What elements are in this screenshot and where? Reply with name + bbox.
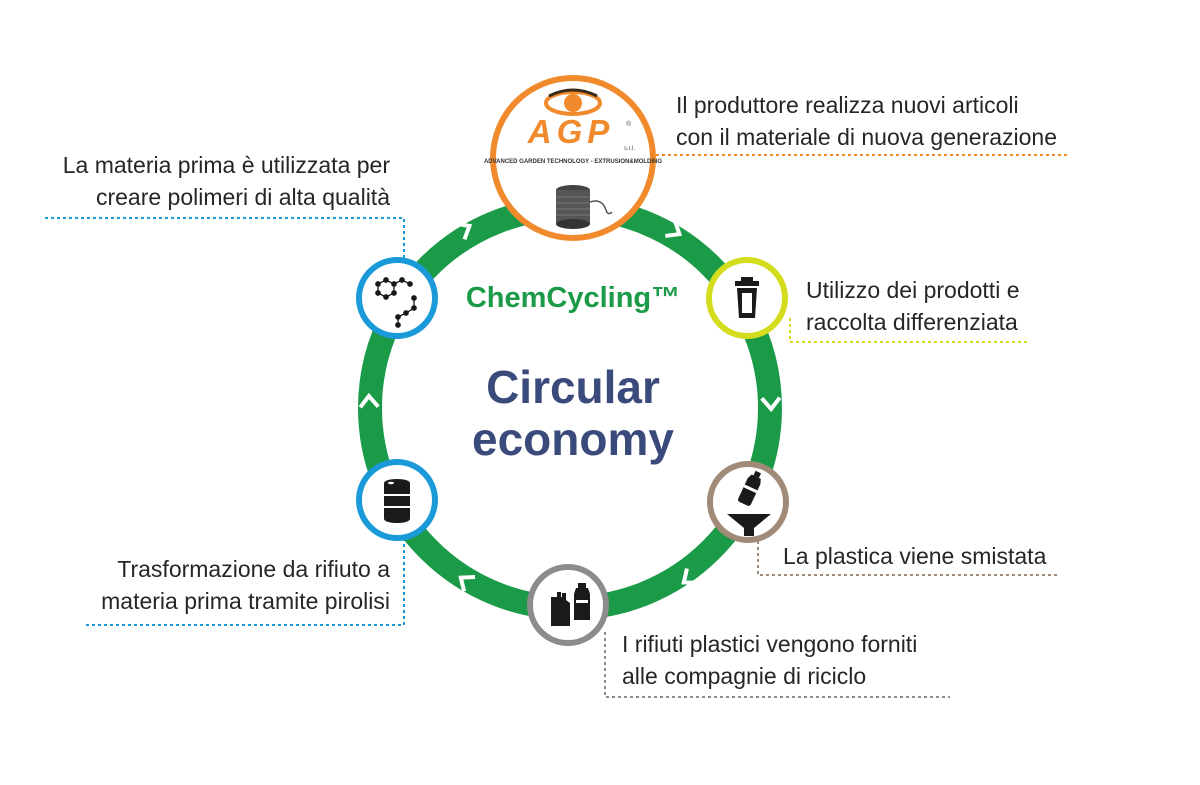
label-sorting-line1: La plastica viene smistata	[783, 543, 1047, 569]
label-producer: Il produttore realizza nuovi articoli co…	[676, 89, 1057, 153]
title-circular: Circular	[486, 361, 660, 413]
trash-bin-icon	[735, 277, 759, 318]
label-usage: Utilizzo dei prodotti e raccolta differe…	[806, 274, 1020, 338]
label-supply: I rifiuti plastici vengono forniti alle …	[622, 628, 917, 692]
label-polymers-line2: creare polimeri di alta qualità	[95, 184, 390, 210]
node-usage	[706, 257, 788, 339]
label-supply-line2: alle compagnie di riciclo	[622, 663, 867, 689]
arrow-chevron-1	[455, 221, 473, 241]
title-economy: economy	[472, 413, 674, 465]
connector-usage	[789, 318, 1030, 343]
arrow-chevron-4	[681, 568, 699, 585]
label-producer-line2: con il materiale di nuova generazione	[676, 124, 1058, 150]
agp-letters: AGP	[527, 113, 615, 150]
connector-sorting	[757, 535, 1058, 576]
label-sorting: La plastica viene smistata	[783, 540, 1046, 572]
agp-logo: AGP ® s.r.l. ADVANCED GARDEN TECHNOLOGY …	[484, 88, 662, 165]
node-polymers	[356, 257, 438, 339]
label-pyrolysis-line1: Trasformazione da rifiuto a	[117, 556, 390, 582]
connector-supply	[604, 632, 950, 698]
brand-chemcycling: ChemCycling™	[466, 282, 680, 314]
agp-suffix: s.r.l.	[624, 146, 635, 152]
connector-polymers	[45, 217, 405, 258]
connector-pyrolysis	[83, 520, 405, 626]
molecule-icon	[375, 277, 417, 328]
label-polymers: La materia prima è utilizzata per creare…	[63, 149, 390, 213]
barrels-icon	[384, 479, 410, 523]
agp-registered: ®	[626, 120, 632, 128]
node-sorting	[707, 461, 789, 543]
node-supply	[527, 564, 609, 646]
plastic-containers-icon	[551, 583, 590, 626]
arrow-chevron-2	[665, 220, 683, 238]
arrow-chevron-5	[458, 575, 476, 592]
label-usage-line1: Utilizzo dei prodotti e	[806, 277, 1020, 303]
label-polymers-line1: La materia prima è utilizzata per	[62, 152, 390, 178]
node-producer: AGP ® s.r.l. ADVANCED GARDEN TECHNOLOGY …	[484, 75, 662, 241]
bottle-funnel-icon	[727, 470, 771, 536]
node-pyrolysis	[356, 459, 438, 541]
yarn-spool-icon	[556, 185, 613, 229]
agp-tagline: ADVANCED GARDEN TECHNOLOGY - EXTRUSION&M…	[484, 159, 662, 165]
arrow-chevron-6	[358, 392, 380, 409]
label-supply-line1: I rifiuti plastici vengono forniti	[622, 631, 918, 657]
label-pyrolysis: Trasformazione da rifiuto a materia prim…	[101, 553, 390, 617]
arrow-chevron-3	[760, 396, 782, 413]
label-usage-line2: raccolta differenziata	[806, 309, 1018, 335]
label-producer-line1: Il produttore realizza nuovi articoli	[676, 92, 1019, 118]
label-pyrolysis-line2: materia prima tramite pirolisi	[101, 588, 390, 614]
